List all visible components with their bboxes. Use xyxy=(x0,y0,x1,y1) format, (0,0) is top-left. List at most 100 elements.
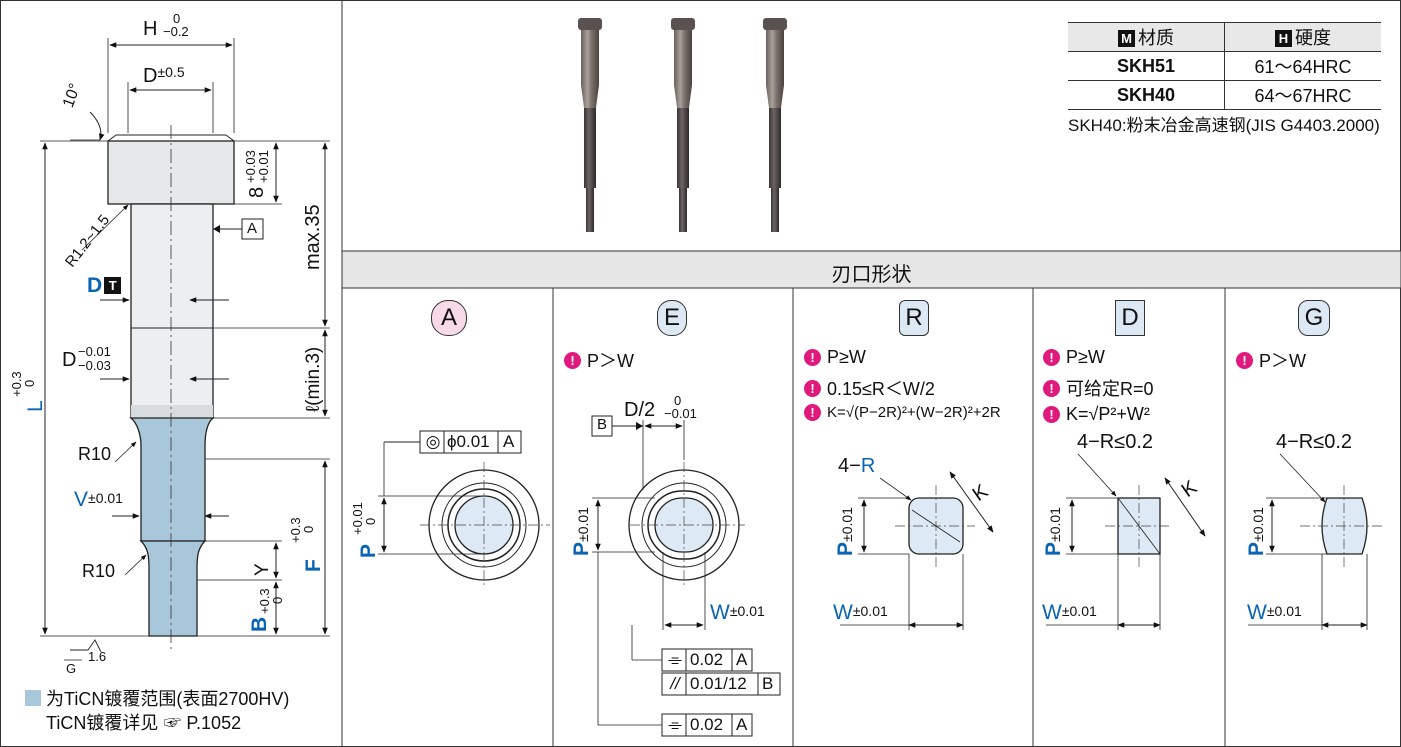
fcf2-datum: B xyxy=(762,674,774,693)
shape-letter-d: D xyxy=(1115,300,1145,336)
parallelism-icon: // xyxy=(670,674,680,693)
roughness-value: 1.6 xyxy=(88,649,107,664)
section-title-bar xyxy=(341,250,1401,289)
shape-e-figure xyxy=(591,415,781,737)
max-35-dim: max.35 xyxy=(302,204,324,270)
fcf2-value: 0.01/12 xyxy=(690,674,747,693)
shape-letter-g: G xyxy=(1298,300,1330,336)
head-height-tol: +0.03+0.01 xyxy=(243,150,271,183)
shape-r-p: P±0.01 xyxy=(834,507,857,556)
pointing-hand-icon: ☞ xyxy=(163,713,182,733)
shape-d-p: P±0.01 xyxy=(1042,507,1065,556)
shape-letter-e: E xyxy=(657,300,687,336)
attention-icon: ! xyxy=(1043,379,1060,397)
symmetry-icon: ⌯ xyxy=(668,650,682,669)
fcf1-value: 0.02 xyxy=(690,650,724,669)
shape-letter-a: A xyxy=(431,300,467,336)
punch-photos xyxy=(578,18,787,232)
attention-icon: ! xyxy=(804,379,821,397)
material-cell: SKH40 xyxy=(1068,80,1225,110)
attention-icon: ! xyxy=(804,404,821,421)
coating-swatch xyxy=(25,690,41,706)
h-badge: H xyxy=(1275,30,1292,47)
attention-icon: ! xyxy=(804,349,821,366)
note-d-3: !K=√P²+W² xyxy=(1043,404,1150,425)
fcf3-datum: A xyxy=(736,715,748,734)
material-cell: SKH51 xyxy=(1068,51,1225,81)
shape-g-radius: 4−R≤0.2 xyxy=(1276,431,1353,453)
shape-a-tol-value: ϕ0.01 xyxy=(447,432,490,451)
legend-line-2: TiCN镀覆详见 ☞ P.1052 xyxy=(46,713,242,733)
note-d-1: !P≥W xyxy=(1043,347,1105,368)
shape-r-radius: 4−R xyxy=(838,455,876,477)
fcf1-datum: A xyxy=(736,650,748,669)
l-min-dim: ℓ(min.3) xyxy=(303,346,324,412)
d-tol-label: D xyxy=(62,349,77,371)
note-d-2: !可给定R=0 xyxy=(1043,375,1154,401)
section-title: 刃口形状 xyxy=(831,264,912,286)
note-e-1: !P＞W xyxy=(564,347,634,373)
dim-h: H xyxy=(143,18,158,40)
shape-a-p: P xyxy=(357,543,380,558)
shape-d-radius: 4−R≤0.2 xyxy=(1077,431,1154,453)
shape-a-datum: A xyxy=(503,432,515,451)
shape-e-w: W±0.01 xyxy=(710,601,765,624)
shape-e-datum-b: B xyxy=(597,416,608,433)
note-r-2: !0.15≤R＜W/2 xyxy=(804,375,935,401)
shape-e-d2: D/2 xyxy=(624,399,656,421)
note-r-1: !P≥W xyxy=(804,347,866,368)
shape-letter-r: R xyxy=(899,300,929,336)
attention-icon: ! xyxy=(1043,349,1060,366)
b-dim: B xyxy=(248,616,271,632)
shape-g-figure xyxy=(1248,453,1385,630)
symmetry-icon: ⌯ xyxy=(668,715,682,734)
fcf3-value: 0.02 xyxy=(690,715,724,734)
note-g-1: !P＞W xyxy=(1236,347,1306,373)
r10-lower: R10 xyxy=(82,561,116,581)
shape-g-p: P±0.01 xyxy=(1245,507,1268,556)
legend-line-1: 为TiCN镀覆范围(表面2700HV) xyxy=(46,689,290,709)
punch-drawing xyxy=(40,38,330,661)
t-badge: T xyxy=(104,277,122,294)
ref-a-label: A xyxy=(247,220,258,237)
d-tol-values: −0.01−0.03 xyxy=(78,344,111,373)
concentricity-symbol: ◎ xyxy=(425,432,441,451)
shape-a-figure xyxy=(378,430,550,588)
r10-upper: R10 xyxy=(78,444,112,464)
table-row: SKH40 64～67HRC xyxy=(1068,80,1381,110)
table-row: SKH51 61～64HRC xyxy=(1068,51,1381,81)
attention-icon: ! xyxy=(1043,406,1060,423)
f-dim: F xyxy=(302,559,325,572)
material-note: SKH40:粉末冶金高速钢(JIS G4403.2000) xyxy=(1068,116,1380,135)
shape-e-d2-tol: 0−0.01 xyxy=(664,393,697,421)
attention-icon: ! xyxy=(564,351,581,369)
y-dim: Y xyxy=(252,563,273,576)
hardness-cell: 64～67HRC xyxy=(1224,80,1381,110)
dim-h-tol: 0−0.2 xyxy=(163,11,189,39)
m-badge: M xyxy=(1118,30,1135,47)
shape-d-figure xyxy=(1046,453,1206,630)
note-r-3: !K=√(P−2R)²+(W−2R)²+2R xyxy=(804,404,1001,421)
l-label: L xyxy=(24,400,47,412)
page-ref-link[interactable]: P.1052 xyxy=(186,713,242,733)
shape-g-w: W±0.01 xyxy=(1247,601,1302,624)
shape-r-w: W±0.01 xyxy=(833,601,888,624)
shape-d-w: W±0.01 xyxy=(1042,601,1097,624)
shape-r-figure xyxy=(840,471,994,630)
hardness-cell: 61～64HRC xyxy=(1224,51,1381,81)
dim-d-head: D±0.5 xyxy=(143,64,185,87)
shape-e-p: P±0.01 xyxy=(570,507,593,556)
attention-icon: ! xyxy=(1236,351,1253,369)
v-dim: V±0.01 xyxy=(74,488,123,511)
datum-g: G xyxy=(66,661,77,676)
